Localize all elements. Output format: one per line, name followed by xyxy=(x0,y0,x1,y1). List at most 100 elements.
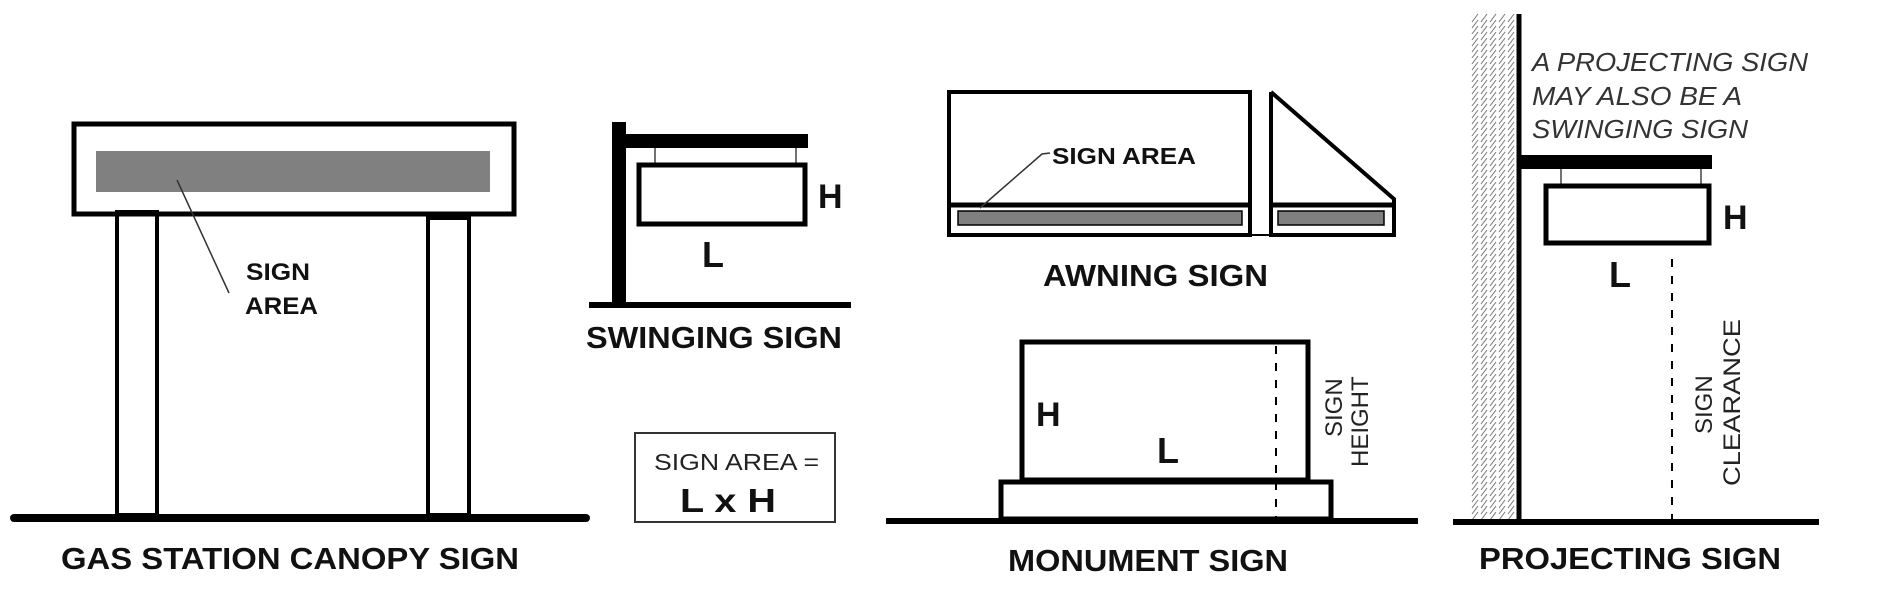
hatch-stroke xyxy=(1507,373,1515,383)
hatch-stroke xyxy=(1471,13,1479,23)
hatch-stroke xyxy=(1507,163,1515,173)
hatch-stroke xyxy=(1489,85,1497,95)
hatch-stroke xyxy=(1471,397,1479,407)
hatch-stroke xyxy=(1480,187,1488,197)
hatch-stroke xyxy=(1498,61,1506,71)
hatch-stroke xyxy=(1507,127,1515,137)
hatch-stroke xyxy=(1471,205,1479,215)
hatch-stroke xyxy=(1480,85,1488,95)
hatch-stroke xyxy=(1489,361,1497,371)
hatch-stroke xyxy=(1507,19,1515,29)
hatch-stroke xyxy=(1489,145,1497,155)
hatch-stroke xyxy=(1507,277,1515,287)
hatch-stroke xyxy=(1489,319,1497,329)
hatch-stroke xyxy=(1498,409,1506,419)
hatch-stroke xyxy=(1507,175,1515,185)
formula-line-2: L x H xyxy=(680,482,776,519)
hatch-stroke xyxy=(1507,457,1515,467)
hatch-stroke xyxy=(1471,295,1479,305)
hatch-stroke xyxy=(1480,271,1488,281)
hatch-stroke xyxy=(1480,427,1488,437)
hatch-stroke xyxy=(1471,31,1479,41)
hatch-stroke xyxy=(1507,271,1515,281)
swinging-sign-figure: H L SWINGING SIGN xyxy=(586,122,851,355)
hatch-stroke xyxy=(1507,445,1515,455)
awning-front xyxy=(947,90,1252,237)
hatch-stroke xyxy=(1498,475,1506,485)
awning-area-label: SIGN AREA xyxy=(1052,143,1196,169)
hatch-stroke xyxy=(1489,289,1497,299)
hatch-stroke xyxy=(1498,103,1506,113)
hatch-stroke xyxy=(1507,487,1515,497)
hatch-stroke xyxy=(1480,223,1488,233)
monument-base xyxy=(998,479,1334,522)
hatch-stroke xyxy=(1498,13,1506,23)
hatch-stroke xyxy=(1471,277,1479,287)
hatch-stroke xyxy=(1480,505,1488,515)
hatch-stroke xyxy=(1489,229,1497,239)
hatch-stroke xyxy=(1489,109,1497,119)
awning-side xyxy=(1269,90,1396,237)
hatch-stroke xyxy=(1480,241,1488,251)
hatch-stroke xyxy=(1480,439,1488,449)
hatch-stroke xyxy=(1471,439,1479,449)
hatch-stroke xyxy=(1480,253,1488,263)
hatch-stroke xyxy=(1507,211,1515,221)
monument-title: MONUMENT SIGN xyxy=(1008,543,1288,578)
hatch-stroke xyxy=(1471,193,1479,203)
hatch-stroke xyxy=(1480,19,1488,29)
swinging-l-label: L xyxy=(702,234,724,275)
hatch-stroke xyxy=(1507,187,1515,197)
hatch-stroke xyxy=(1489,331,1497,341)
hatch-stroke xyxy=(1489,241,1497,251)
projecting-note-2: MAY ALSO BE A xyxy=(1532,81,1742,111)
hatch-stroke xyxy=(1489,385,1497,395)
hatch-stroke xyxy=(1471,289,1479,299)
hatch-stroke xyxy=(1480,169,1488,179)
hatch-stroke xyxy=(1480,37,1488,47)
hatch-stroke xyxy=(1507,337,1515,347)
hatch-stroke xyxy=(1471,37,1479,47)
hatch-stroke xyxy=(1498,319,1506,329)
projecting-sign-board xyxy=(1543,183,1712,246)
hatch-stroke xyxy=(1507,313,1515,323)
hatch-stroke xyxy=(1507,481,1515,491)
hatch-stroke xyxy=(1471,385,1479,395)
hatch-stroke xyxy=(1471,283,1479,293)
hatch-stroke xyxy=(1489,403,1497,413)
hatch-stroke xyxy=(1498,211,1506,221)
hatch-stroke xyxy=(1507,205,1515,215)
hatch-stroke xyxy=(1480,235,1488,245)
hatch-stroke xyxy=(1471,175,1479,185)
hatch-stroke xyxy=(1480,199,1488,209)
hatch-stroke xyxy=(1507,331,1515,341)
hatch-stroke xyxy=(1507,85,1515,95)
hatch-stroke xyxy=(1471,19,1479,29)
hatch-stroke xyxy=(1498,505,1506,515)
hatch-stroke xyxy=(1507,181,1515,191)
hatch-stroke xyxy=(1507,361,1515,371)
hatch-stroke xyxy=(1498,445,1506,455)
hatch-stroke xyxy=(1507,109,1515,119)
hatch-stroke xyxy=(1471,121,1479,131)
hatch-stroke xyxy=(1480,295,1488,305)
hatch-stroke xyxy=(1507,403,1515,413)
hatch-stroke xyxy=(1507,169,1515,179)
hatch-stroke xyxy=(1489,127,1497,137)
hatch-stroke xyxy=(1489,469,1497,479)
hatch-stroke xyxy=(1498,19,1506,29)
hatch-stroke xyxy=(1480,49,1488,59)
monument-h-label: H xyxy=(1036,396,1061,434)
swinging-sign-board xyxy=(636,162,808,227)
hatch-stroke xyxy=(1498,109,1506,119)
hatch-stroke xyxy=(1480,31,1488,41)
hatch-stroke xyxy=(1489,391,1497,401)
hatch-stroke xyxy=(1489,163,1497,173)
hatch-stroke xyxy=(1498,85,1506,95)
hatch-stroke xyxy=(1507,229,1515,239)
hatch-stroke xyxy=(1498,163,1506,173)
hatch-stroke xyxy=(1498,487,1506,497)
canopy-box xyxy=(71,121,517,217)
hatch-stroke xyxy=(1507,325,1515,335)
hatch-stroke xyxy=(1498,157,1506,167)
